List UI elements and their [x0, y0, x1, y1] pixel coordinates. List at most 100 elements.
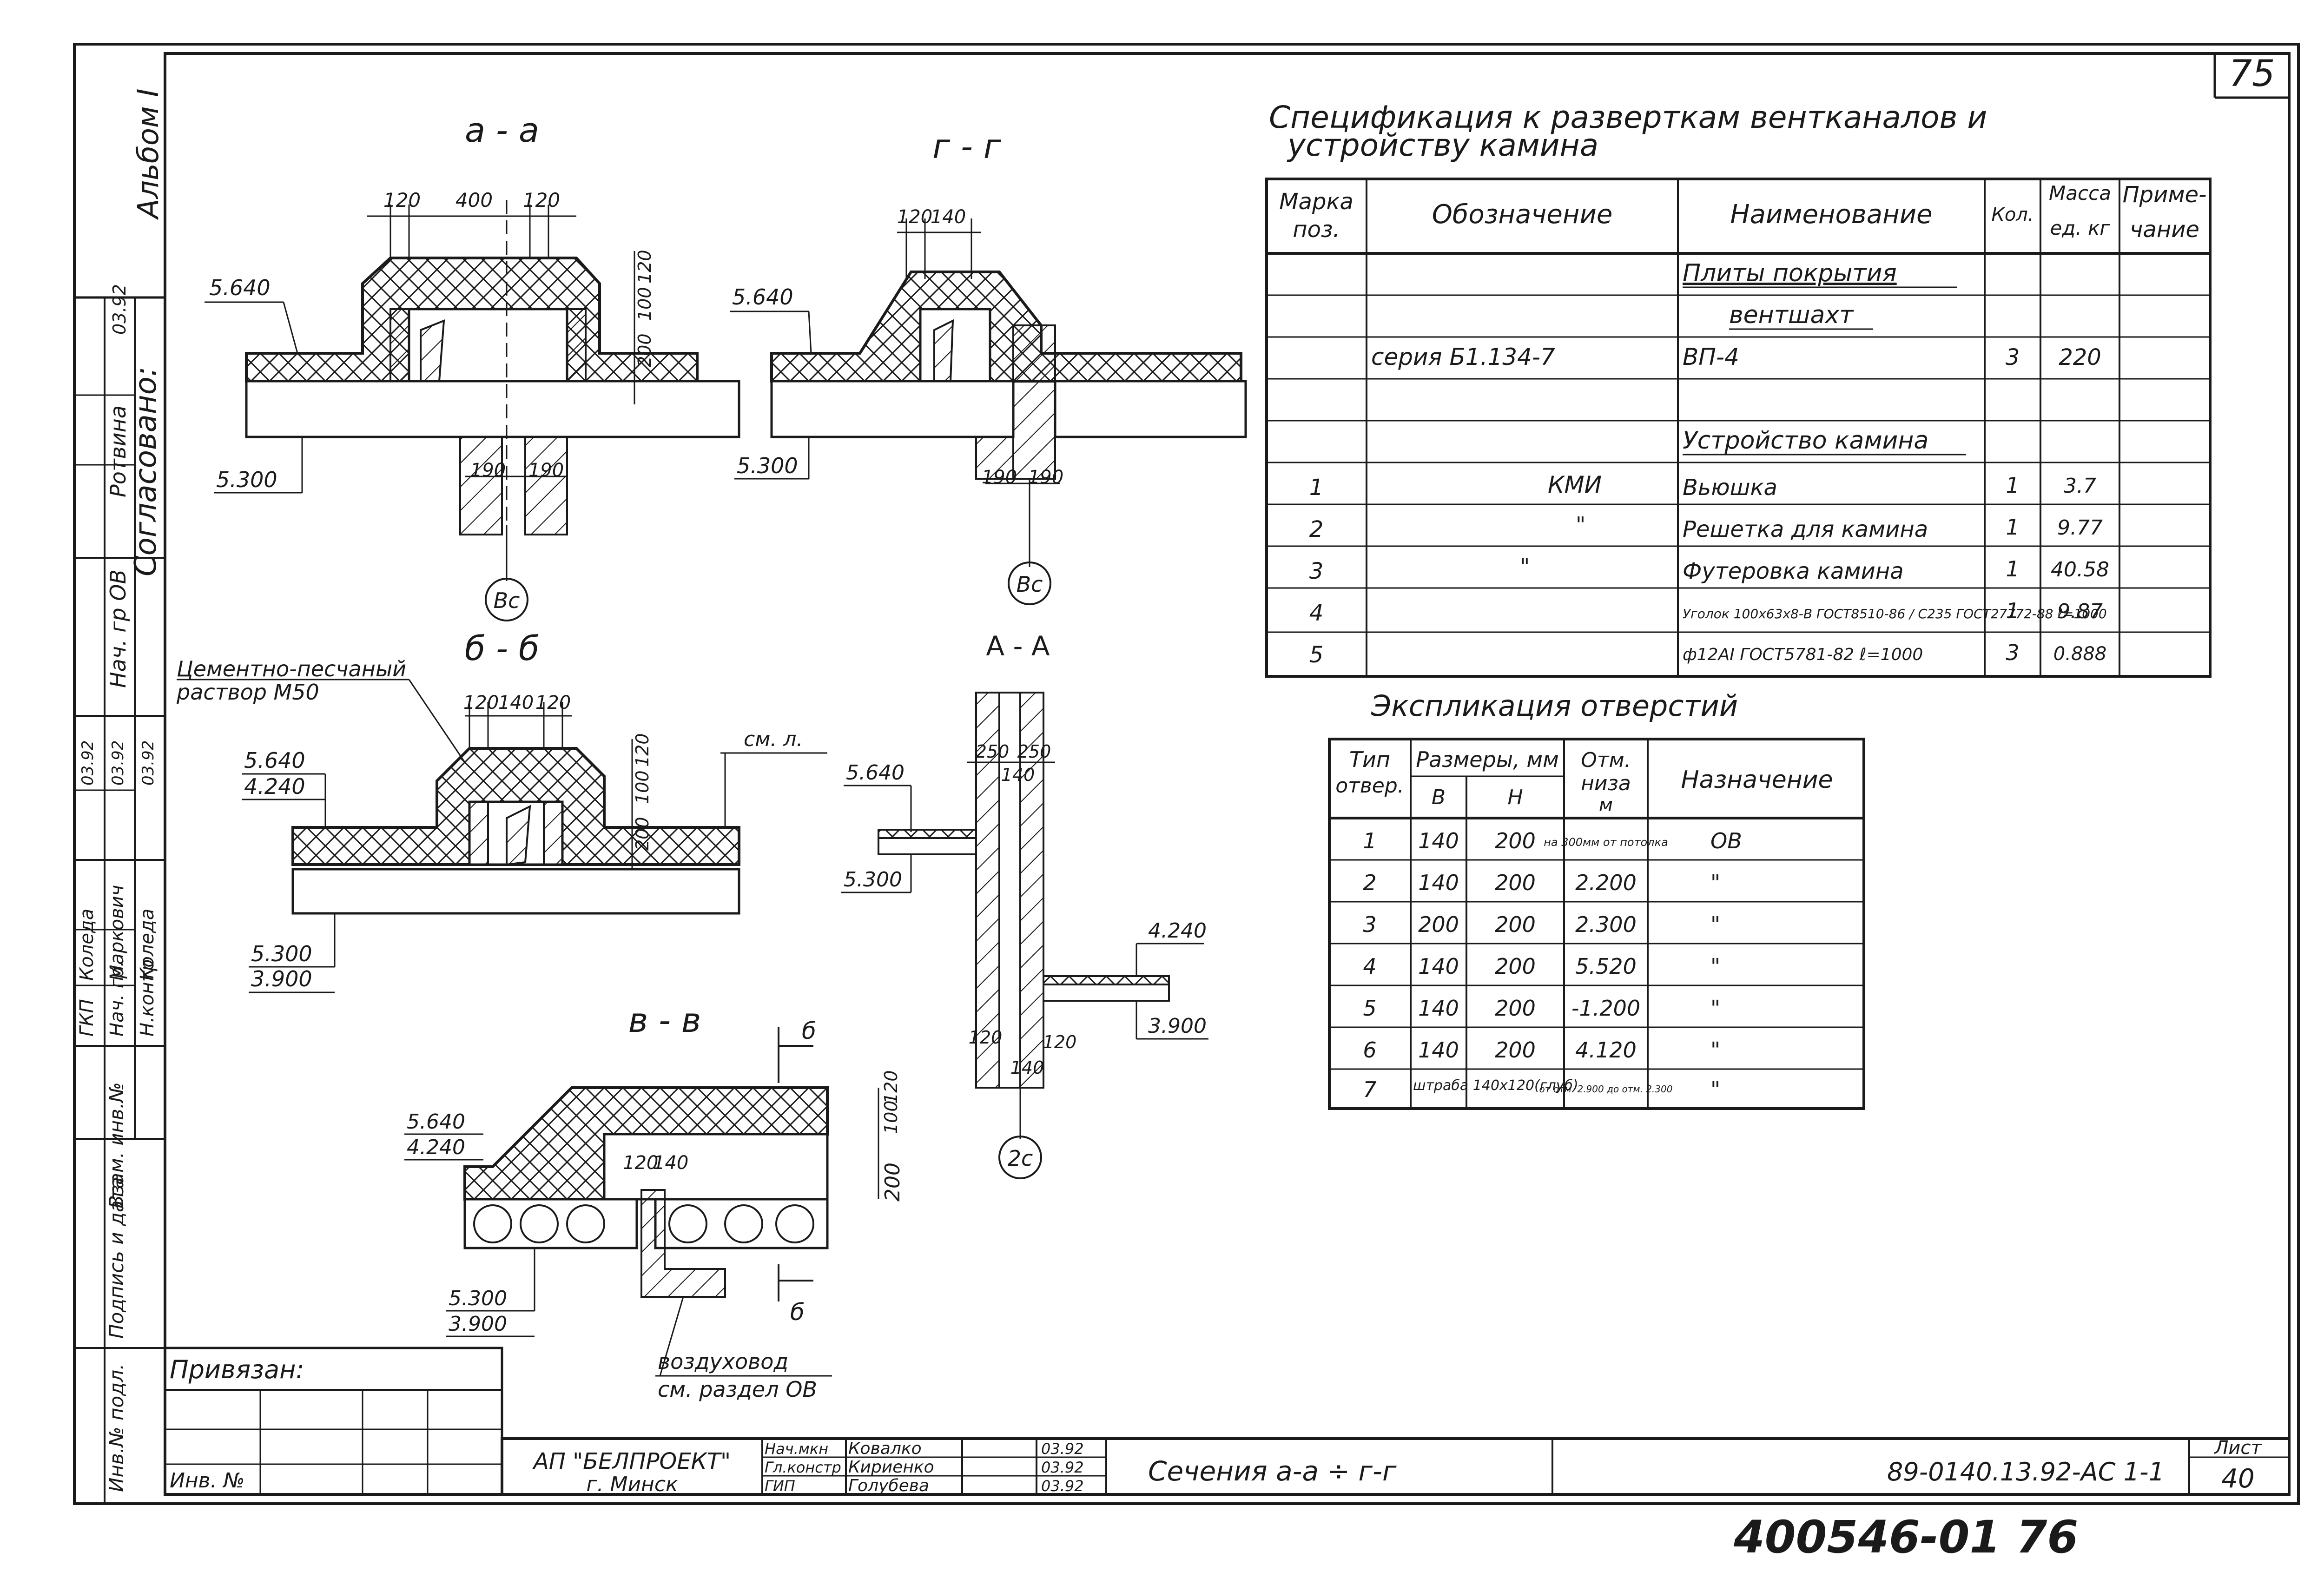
section-bb: б - б Цементно-песчаный раствор М50 120 …	[176, 629, 827, 993]
svg-text:200: 200	[881, 1163, 905, 1202]
outer-frame	[73, 43, 2300, 1505]
svg-text:190: 190	[1028, 467, 1063, 488]
svg-text:ОВ: ОВ	[1710, 828, 1742, 853]
svg-text:5.300: 5.300	[449, 1287, 507, 1310]
document-code: 89-0140.13.92-АС 1-1	[1887, 1457, 2165, 1486]
svg-text:200: 200	[632, 817, 653, 851]
svg-text:-1.200: -1.200	[1571, 996, 1640, 1021]
svg-text:см. раздел ОВ: см. раздел ОВ	[658, 1377, 817, 1402]
svg-text:100: 100	[634, 287, 655, 321]
title-block: АП "БЕЛПРОЕКТ" г. Минск Нач.мкн Гл.конст…	[501, 1437, 2291, 1496]
svg-text:100: 100	[632, 770, 653, 804]
svg-text:140: 140	[1418, 870, 1459, 895]
svg-text:г. Минск: г. Минск	[586, 1473, 678, 1496]
svg-text:Гл.констр: Гл.констр	[765, 1459, 841, 1476]
svg-text:1: 1	[1309, 475, 1324, 501]
svg-text:1: 1	[2006, 556, 2019, 581]
svg-text:200: 200	[634, 333, 655, 367]
svg-text:Наименование: Наименование	[1730, 199, 1932, 230]
section-gg: г - г Вс 120 140 190 190 5.640 5.300	[730, 127, 1247, 605]
svg-text:": "	[1520, 554, 1530, 579]
svg-text:3.900: 3.900	[449, 1312, 507, 1336]
svg-text:Инв. №: Инв. №	[170, 1469, 244, 1493]
section-aa-title: а - а	[465, 111, 539, 150]
svg-text:": "	[1710, 870, 1720, 895]
svg-text:низа: низа	[1581, 772, 1631, 795]
svg-text:140: 140	[653, 1152, 688, 1174]
svg-text:4.240: 4.240	[1148, 919, 1207, 943]
svg-text:1: 1	[2006, 598, 2019, 623]
svg-text:2.200: 2.200	[1575, 870, 1637, 895]
svg-text:от отм. 2.900 до отм. 2.300: от отм. 2.900 до отм. 2.300	[1539, 1083, 1673, 1095]
svg-text:200: 200	[1495, 828, 1536, 853]
svg-text:Кол.: Кол.	[1991, 204, 2034, 225]
svg-text:Привязан:: Привязан:	[170, 1355, 304, 1384]
svg-text:3.900: 3.900	[251, 966, 312, 991]
svg-text:Маркович: Маркович	[106, 885, 128, 981]
svg-text:120: 120	[623, 1152, 658, 1174]
svg-text:поз.: поз.	[1293, 217, 1340, 243]
svg-text:Подпись и дата: Подпись и дата	[105, 1177, 128, 1339]
svg-text:4: 4	[1309, 600, 1324, 626]
svg-text:5.300: 5.300	[737, 453, 798, 478]
svg-text:200: 200	[1495, 912, 1536, 937]
left-stamp: Альбом I Согласовано: 03.92 Ротвина Нач.…	[74, 88, 165, 1504]
svg-text:120: 120	[535, 692, 571, 713]
section-aa: а - а Вс 120 400 120 200 100 120 190 190	[205, 111, 740, 621]
svg-text:200: 200	[1495, 996, 1536, 1021]
tie-block: Привязан: Инв. №	[164, 1347, 503, 1496]
svg-text:200: 200	[1418, 912, 1459, 937]
svg-text:1: 1	[1363, 828, 1376, 853]
svg-text:5.300: 5.300	[216, 467, 277, 492]
svg-text:ГИП: ГИП	[765, 1477, 795, 1495]
svg-text:140: 140	[1010, 1057, 1044, 1078]
svg-text:5.640: 5.640	[846, 761, 905, 785]
svg-text:120: 120	[634, 250, 655, 284]
svg-text:2: 2	[1309, 516, 1324, 542]
svg-text:1: 1	[2006, 515, 2019, 540]
svg-text:воздуховод: воздуховод	[658, 1349, 788, 1374]
svg-text:250: 250	[976, 741, 1010, 762]
svg-text:чание: чание	[2130, 217, 2199, 243]
svg-text:140: 140	[931, 206, 966, 228]
svg-text:Уголок 100х63х8-В ГОСТ8510-86: Уголок 100х63х8-В ГОСТ8510-86 / С235 ГОС…	[1683, 606, 2107, 621]
svg-text:Футеровка камина: Футеровка камина	[1683, 558, 1904, 584]
svg-text:Устройство камина: Устройство камина	[1683, 427, 1928, 455]
svg-text:4.240: 4.240	[244, 774, 305, 799]
svg-text:см. л.: см. л.	[744, 727, 803, 751]
svg-text:120: 120	[463, 692, 499, 713]
svg-text:Коледа: Коледа	[137, 909, 158, 981]
svg-text:200: 200	[1495, 954, 1536, 979]
svg-text:6: 6	[1363, 1037, 1376, 1063]
svg-text:03.92: 03.92	[1041, 1440, 1084, 1458]
svg-text:Вс: Вс	[1017, 572, 1043, 597]
svg-text:3: 3	[1309, 558, 1324, 584]
svg-text:5.640: 5.640	[407, 1110, 465, 1134]
sheet-number: 40	[2221, 1464, 2254, 1494]
svg-text:140: 140	[1418, 996, 1459, 1021]
svg-text:Лист: Лист	[2213, 1437, 2262, 1459]
svg-text:3.900: 3.900	[1148, 1014, 1207, 1038]
svg-text:Тип: Тип	[1349, 747, 1390, 772]
svg-text:5.640: 5.640	[244, 748, 305, 773]
svg-text:120: 120	[897, 206, 932, 228]
svg-text:отвер.: отвер.	[1335, 774, 1404, 798]
svg-text:вентшахт: вентшахт	[1729, 301, 1854, 329]
svg-text:Цементно-песчаный: Цементно-песчаный	[177, 656, 406, 681]
svg-text:": "	[1710, 912, 1720, 937]
svg-text:120: 120	[969, 1027, 1003, 1048]
svg-text:140: 140	[1418, 828, 1459, 853]
svg-text:5.640: 5.640	[732, 284, 793, 310]
svg-text:220: 220	[2059, 344, 2101, 370]
svg-text:Решетка для камина: Решетка для камина	[1683, 516, 1928, 542]
svg-text:250: 250	[1017, 741, 1051, 762]
svg-text:3: 3	[2006, 640, 2019, 665]
svg-text:": "	[1710, 996, 1720, 1021]
svg-text:140: 140	[1001, 765, 1035, 785]
svg-text:2: 2	[1363, 870, 1376, 895]
svg-text:3: 3	[1363, 912, 1376, 937]
svg-text:ГКП: ГКП	[76, 999, 98, 1037]
svg-text:190: 190	[528, 460, 564, 481]
svg-text:на 300мм от потолка: на 300мм от потолка	[1544, 836, 1668, 849]
